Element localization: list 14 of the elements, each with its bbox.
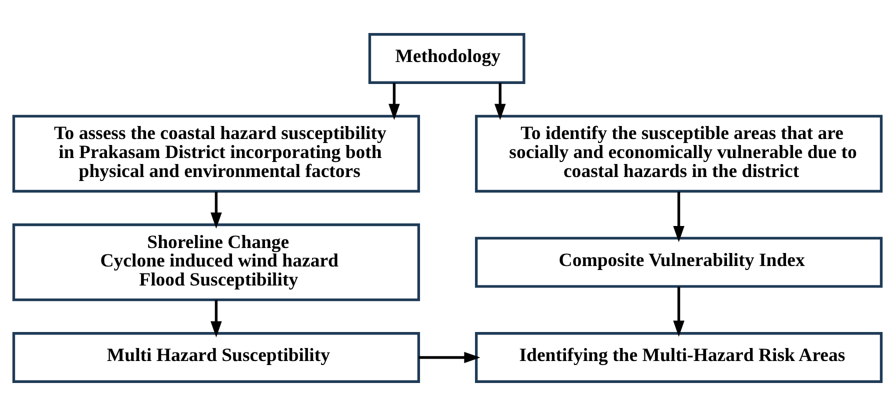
arrow: [388, 82, 400, 120]
arrow: [210, 299, 222, 337]
arrow: [494, 82, 506, 120]
node-box: Multi Hazard Susceptibility: [12, 332, 420, 382]
node-box: Methodology: [368, 32, 526, 84]
arrow: [673, 286, 684, 336]
node-box: Composite Vulnerability Index: [475, 236, 883, 288]
node-box: To assess the coastal hazard susceptibility in Prakasam District incorporating both physical and environmental factors: [12, 114, 420, 192]
arrow: [210, 191, 222, 228]
node-box: Shoreline Change Cyclone induced wind hazard Flood Susceptibility: [12, 222, 420, 301]
node-box: To identify the susceptible areas that are socially and economically vulnerable due to coastal hazards in the district: [475, 114, 883, 192]
node-box: Identifying the Multi-Hazard Risk Areas: [475, 332, 883, 382]
arrow: [418, 351, 480, 363]
arrow: [673, 191, 684, 242]
